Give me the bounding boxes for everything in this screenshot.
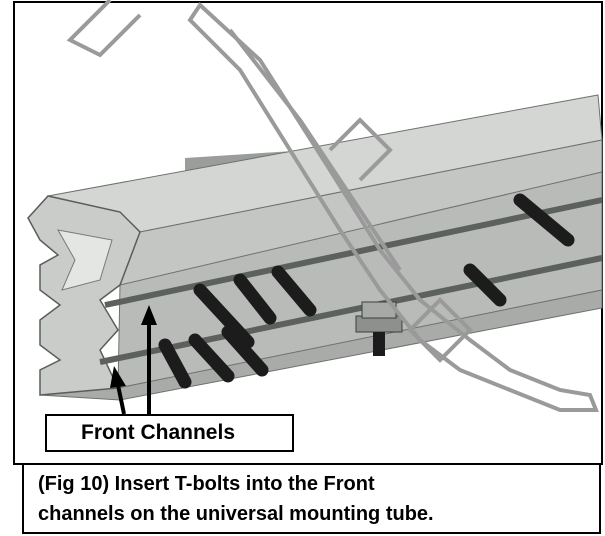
t-bolt-icon <box>158 338 192 389</box>
arrow-up-icon <box>110 366 126 415</box>
watermark-outline <box>66 0 599 412</box>
t-bolt-icon <box>233 273 277 325</box>
front-channels-label: Front Channels <box>45 414 294 452</box>
t-bolt-icon <box>221 325 269 377</box>
t-bolt-icon <box>193 283 255 349</box>
figure-caption: (Fig 10) Insert T-bolts into the Front c… <box>22 463 601 534</box>
front-channel-lower <box>99 255 603 365</box>
nut-icon <box>355 301 403 356</box>
t-bolt-group <box>158 193 575 389</box>
t-bolt-icon <box>271 265 317 317</box>
tube-end-profile <box>27 195 141 396</box>
t-bolt-icon <box>188 333 235 383</box>
t-bolt-icon <box>463 263 507 307</box>
caption-line-1: (Fig 10) Insert T-bolts into the Front <box>38 473 375 495</box>
caption-line-2: channels on the universal mounting tube. <box>38 503 434 525</box>
arrow-up-icon <box>141 305 157 414</box>
tube-end-inner <box>57 229 113 291</box>
t-bolt-icon <box>513 193 575 247</box>
